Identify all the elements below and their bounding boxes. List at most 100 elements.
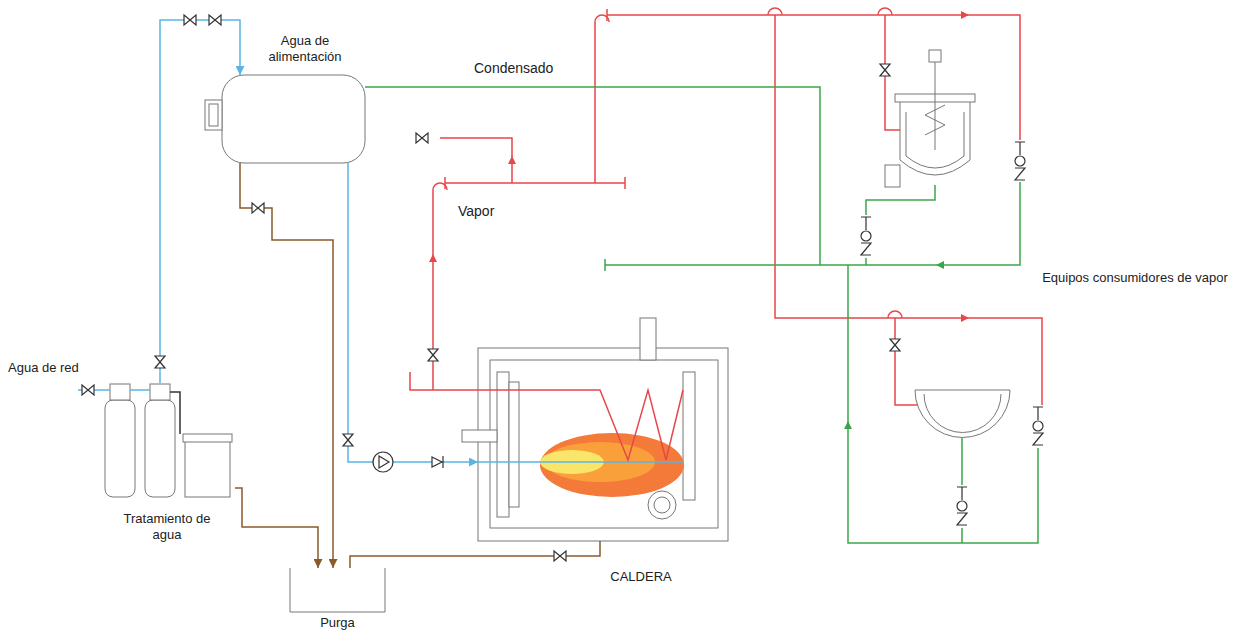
- steam-trap: [861, 231, 871, 241]
- valve-symbol: [184, 15, 196, 25]
- burner-flame: [540, 433, 684, 497]
- water-treatment: [105, 384, 232, 497]
- feedwater-tank: Agua de alimentación: [205, 75, 367, 163]
- steam-line: [440, 138, 512, 183]
- flow-arrow: [429, 11, 969, 429]
- feed-line-inside: [478, 462, 683, 463]
- condensate-line: [605, 182, 1020, 271]
- reactor-vessel: [929, 50, 941, 62]
- node-label: Purga: [290, 615, 385, 631]
- node-label: Agua de alimentación: [245, 33, 365, 65]
- water-treatment: [150, 384, 170, 400]
- water-treatment: [145, 400, 175, 497]
- feedwater-tank: [222, 75, 365, 163]
- node-label: CALDERA: [596, 569, 686, 585]
- node-label: Tratamiento de agua: [112, 511, 222, 543]
- steam-line: [768, 8, 1042, 405]
- boiler-body: [648, 491, 676, 519]
- treatment-pipe: [170, 392, 180, 434]
- purge-pipe: [240, 163, 333, 568]
- flow-arrow: [429, 254, 437, 262]
- water-pipe: [160, 20, 240, 383]
- steam-trap: [957, 487, 967, 525]
- inlet-label: Agua de red: [8, 360, 79, 376]
- treatment-pipe: [78, 390, 180, 434]
- flow-arrow: [844, 421, 852, 429]
- steam-trap: [861, 217, 871, 255]
- feedwater-tank: [209, 104, 218, 126]
- steam-line: [410, 372, 683, 460]
- valve-symbol: [82, 15, 900, 561]
- steam-trap: [861, 142, 1043, 525]
- valve-symbol: [880, 64, 890, 76]
- valve-symbol: [155, 356, 165, 368]
- steam-trap: [1015, 142, 1025, 180]
- group-label: Equipos consumidores de vapor: [1040, 270, 1230, 286]
- steam-trap: [1033, 421, 1043, 431]
- valve-symbol: [416, 133, 428, 143]
- boiler-body: [490, 360, 718, 528]
- valve-symbol: [343, 434, 353, 446]
- burner-flame: [540, 433, 684, 497]
- valve-symbol: [890, 339, 900, 351]
- boiler-body: [509, 382, 519, 507]
- pump-symbol: [373, 452, 393, 472]
- check-valve: [442, 456, 443, 468]
- water-treatment: [110, 384, 130, 400]
- valve-symbol: [252, 203, 264, 213]
- valve-symbol: [209, 15, 221, 25]
- stream-label: Condensado: [474, 60, 553, 76]
- treatment-pipe: [130, 389, 150, 391]
- steam-trap: [957, 501, 967, 511]
- check-valve: [432, 456, 443, 468]
- kettle-vessel: [924, 394, 1001, 433]
- boiler-body: [683, 372, 695, 500]
- boiler-body: [462, 430, 497, 442]
- purge-tank: Purga: [290, 568, 385, 612]
- flow-arrow: [961, 11, 969, 19]
- boiler-body: [462, 318, 728, 541]
- water-treatment: [105, 400, 135, 497]
- steam-line: [445, 177, 625, 189]
- boiler: CALDERA: [478, 348, 728, 541]
- valve-symbol: [554, 551, 566, 561]
- steam-trap: [1015, 142, 1025, 180]
- boiler-body: [478, 348, 728, 541]
- steam-trap: [1033, 407, 1043, 445]
- boiler-body: [640, 318, 656, 360]
- steam-line: [888, 311, 918, 405]
- valve-symbol: [428, 349, 438, 361]
- water-treatment: [183, 434, 232, 442]
- flow-arrow: [961, 314, 969, 322]
- steam-trap: [1015, 156, 1025, 166]
- condensate-line: [365, 87, 1038, 543]
- reactor-vessel: [925, 62, 945, 150]
- check-valve: [432, 457, 442, 467]
- stream-label: Vapor: [458, 203, 494, 219]
- steam-trap: [957, 487, 967, 525]
- flow-arrow: [508, 156, 516, 164]
- valve-symbol: [82, 385, 94, 395]
- feed-line-inside: [478, 461, 683, 463]
- water-treatment: Tratamiento de agua: [100, 383, 235, 501]
- steam-line: [595, 15, 609, 183]
- condensate-line: [365, 87, 820, 265]
- flow-arrow: [936, 261, 944, 269]
- boiler-body: [497, 372, 509, 517]
- reactor-vessel: [885, 165, 900, 187]
- pump-symbol: [373, 452, 393, 472]
- kettle-vessel: [915, 390, 1010, 437]
- reactor-vessel: [885, 50, 975, 187]
- steam-line: [878, 8, 902, 130]
- condensate-line: [866, 185, 935, 265]
- condensate-line: [848, 265, 1038, 543]
- steam-line: [410, 8, 1042, 460]
- purge-tank: [290, 568, 385, 612]
- kettle-vessel: [915, 390, 1010, 437]
- feedwater-tank: [205, 75, 365, 163]
- purge-pipe: [235, 488, 318, 568]
